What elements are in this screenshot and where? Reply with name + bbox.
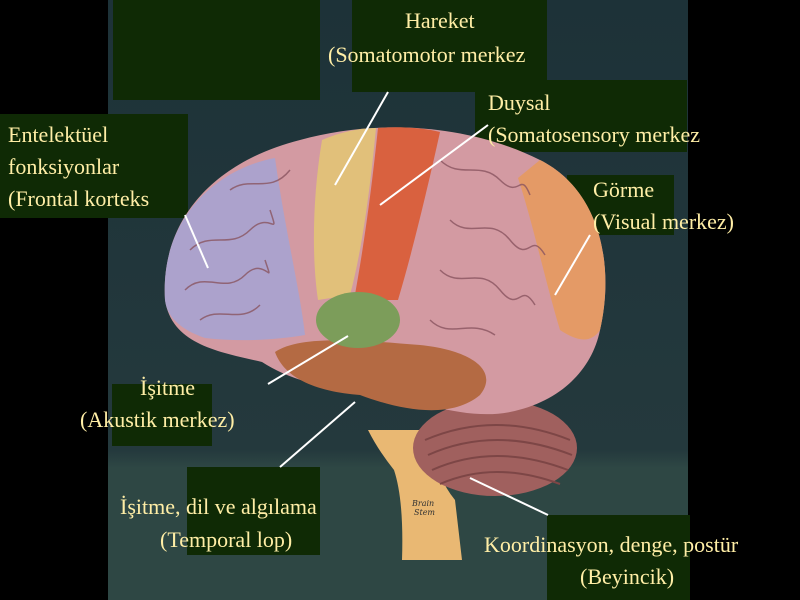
motor-label-sub: (Somatomotor merkez — [328, 42, 526, 67]
frontal-label-box — [0, 114, 188, 218]
frontal-label-line2: fonksiyonlar — [8, 154, 120, 179]
motor-label-box — [352, 0, 547, 92]
frontal-region — [164, 158, 305, 341]
cerebellum-shape — [413, 400, 577, 496]
svg-text:Brain: Brain — [411, 499, 434, 508]
hearing-label-box — [112, 384, 212, 446]
visual-label-title: Görme — [593, 177, 655, 202]
sensory-label-title: Duysal — [488, 90, 551, 115]
visual-region — [518, 160, 606, 340]
auditory-region — [316, 292, 400, 348]
hearing-label-sub: (Akustik merkez) — [80, 407, 235, 432]
brainstem-shape — [368, 430, 462, 560]
hearing-label-title: İşitme — [140, 375, 195, 400]
temporal-label-sub: (Temporal lop) — [160, 527, 293, 552]
temporal-region — [275, 340, 487, 411]
frontal-label-line3: (Frontal korteks — [8, 186, 150, 211]
pointer-lines — [184, 91, 591, 516]
cerebellum-label-sub: (Beyincik) — [580, 564, 675, 589]
svg-text:Stem: Stem — [414, 508, 435, 517]
motor-region — [313, 128, 376, 300]
frontal-label-line1: Entelektüel — [8, 122, 109, 147]
blank-label-box — [113, 0, 320, 100]
cerebellum-label-box — [547, 515, 690, 600]
temporal-label-title: İşitme, dil ve algılama — [120, 494, 317, 519]
sensory-label-box — [475, 80, 687, 152]
temporal-label-box — [187, 467, 320, 555]
cerebellum-label-title: Koordinasyon, denge, postür — [484, 532, 739, 557]
visual-label-sub: (Visual merkez) — [593, 209, 735, 234]
motor-label-title: Hareket — [405, 8, 475, 33]
sensory-region — [354, 127, 440, 300]
sensory-label-sub: (Somatosensory merkez — [488, 122, 700, 147]
